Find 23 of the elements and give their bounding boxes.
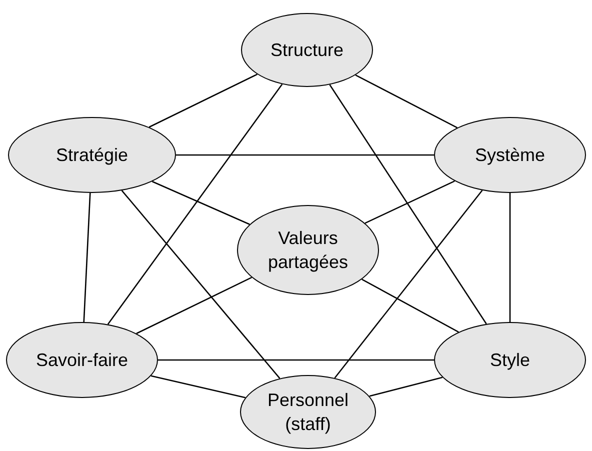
- connector-line: [329, 84, 487, 324]
- connector-line: [121, 190, 280, 379]
- connector-line: [509, 193, 511, 322]
- connector-line: [364, 180, 455, 224]
- connector-line: [362, 278, 459, 333]
- node-label: Stratégie: [56, 144, 128, 167]
- connector-line: [158, 359, 434, 361]
- connector-line: [152, 180, 250, 225]
- connector-line: [334, 190, 483, 378]
- node-label: Savoir-faire: [36, 349, 128, 372]
- connector-line: [83, 192, 91, 322]
- connector-line: [136, 276, 252, 334]
- node-label: Système: [474, 144, 546, 167]
- connector-line: [148, 74, 258, 128]
- node-label: Style: [490, 349, 530, 372]
- connector-line: [150, 375, 246, 398]
- node-label: Personnel (staff): [266, 389, 350, 436]
- connector-line: [369, 376, 443, 397]
- connector-line: [176, 154, 434, 156]
- node-label: Structure: [270, 39, 344, 62]
- connector-line: [355, 74, 458, 128]
- node-label: Valeurs partagées: [266, 227, 350, 274]
- connector-line: [107, 84, 283, 325]
